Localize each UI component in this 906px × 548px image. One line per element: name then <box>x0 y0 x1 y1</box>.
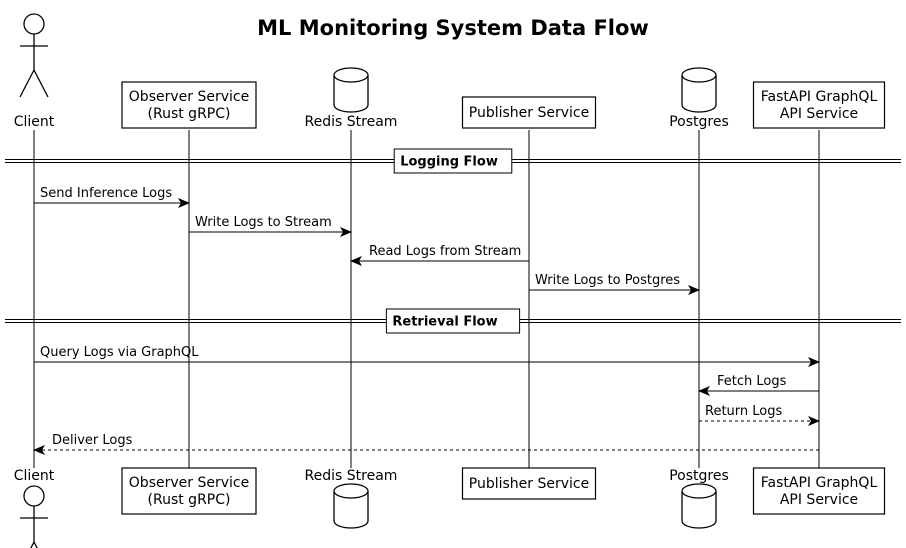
message-7: Return Logs <box>699 404 820 426</box>
participant-label: Redis Stream <box>305 468 398 484</box>
participant-label: (Rust gRPC) <box>148 492 231 508</box>
participant-label: Observer Service <box>129 89 249 105</box>
participant-label: Client <box>14 114 55 130</box>
participant-label: Client <box>14 468 55 484</box>
section-label-box <box>393 148 513 174</box>
message-label: Write Logs to Stream <box>195 215 332 230</box>
participant-box <box>461 467 597 500</box>
section-divider: Logging Flow <box>5 148 901 174</box>
actor-leg <box>30 541 35 548</box>
database-icon <box>333 491 369 529</box>
actor-head-icon <box>23 13 45 35</box>
message-label: Read Logs from Stream <box>369 244 521 259</box>
participant-label: Postgres <box>669 468 729 484</box>
participant-client-bottom: Client <box>14 468 55 548</box>
section-label-box <box>385 308 521 334</box>
participant-box <box>121 467 257 515</box>
database-top <box>333 67 369 83</box>
participant-label: Publisher Service <box>469 105 589 121</box>
participant-publisher-top: Publisher Service <box>461 96 597 129</box>
participant-box <box>752 467 886 515</box>
message-label: Fetch Logs <box>717 374 787 389</box>
participant-box <box>461 96 597 129</box>
diagram-title: ML Monitoring System Data Flow <box>257 16 649 40</box>
section-divider: Retrieval Flow <box>5 308 901 334</box>
message-5: Query Logs via GraphQL <box>34 345 820 367</box>
database-icon <box>681 491 717 529</box>
participant-label: Observer Service <box>129 475 249 491</box>
participant-box <box>121 81 257 129</box>
message-label: Return Logs <box>705 404 782 419</box>
participant-label: Redis Stream <box>305 114 398 130</box>
actor-head-icon <box>23 485 45 507</box>
participant-label: FastAPI GraphQL <box>761 89 878 105</box>
participant-observer-bottom: Observer Service(Rust gRPC) <box>121 467 257 515</box>
participant-client-top: Client <box>14 13 55 130</box>
participant-publisher-bottom: Publisher Service <box>461 467 597 500</box>
participant-postgres-top: Postgres <box>669 67 729 130</box>
participant-label: FastAPI GraphQL <box>761 475 878 491</box>
database-top <box>681 67 717 83</box>
message-3: Read Logs from Stream <box>350 244 529 266</box>
participant-label: Postgres <box>669 114 729 130</box>
participant-label: (Rust gRPC) <box>148 106 231 122</box>
message-6: Fetch Logs <box>698 374 819 396</box>
database-top <box>681 483 717 499</box>
message-label: Query Logs via GraphQL <box>40 345 199 360</box>
section-label: Retrieval Flow <box>392 315 497 330</box>
database-top <box>333 483 369 499</box>
section-label: Logging Flow <box>400 155 498 170</box>
participant-redis-top: Redis Stream <box>305 67 398 130</box>
lifelines <box>33 130 820 468</box>
message-label: Send Inference Logs <box>40 186 172 201</box>
actor-leg <box>19 69 35 98</box>
database-icon <box>681 75 717 113</box>
participant-redis-bottom: Redis Stream <box>305 468 398 529</box>
participant-label: Publisher Service <box>469 476 589 492</box>
database-icon <box>333 75 369 113</box>
participant-label: API Service <box>780 106 858 122</box>
participant-box <box>752 81 886 129</box>
message-1: Send Inference Logs <box>34 186 190 208</box>
participant-label: API Service <box>780 492 858 508</box>
participant-observer-top: Observer Service(Rust gRPC) <box>121 81 257 129</box>
message-2: Write Logs to Stream <box>189 215 352 237</box>
message-label: Deliver Logs <box>52 433 133 448</box>
message-4: Write Logs to Postgres <box>529 273 700 295</box>
actor-leg <box>33 69 49 98</box>
message-label: Write Logs to Postgres <box>535 273 680 288</box>
message-8: Deliver Logs <box>33 433 819 455</box>
actor-leg <box>33 541 38 548</box>
participant-postgres-bottom: Postgres <box>669 468 729 529</box>
